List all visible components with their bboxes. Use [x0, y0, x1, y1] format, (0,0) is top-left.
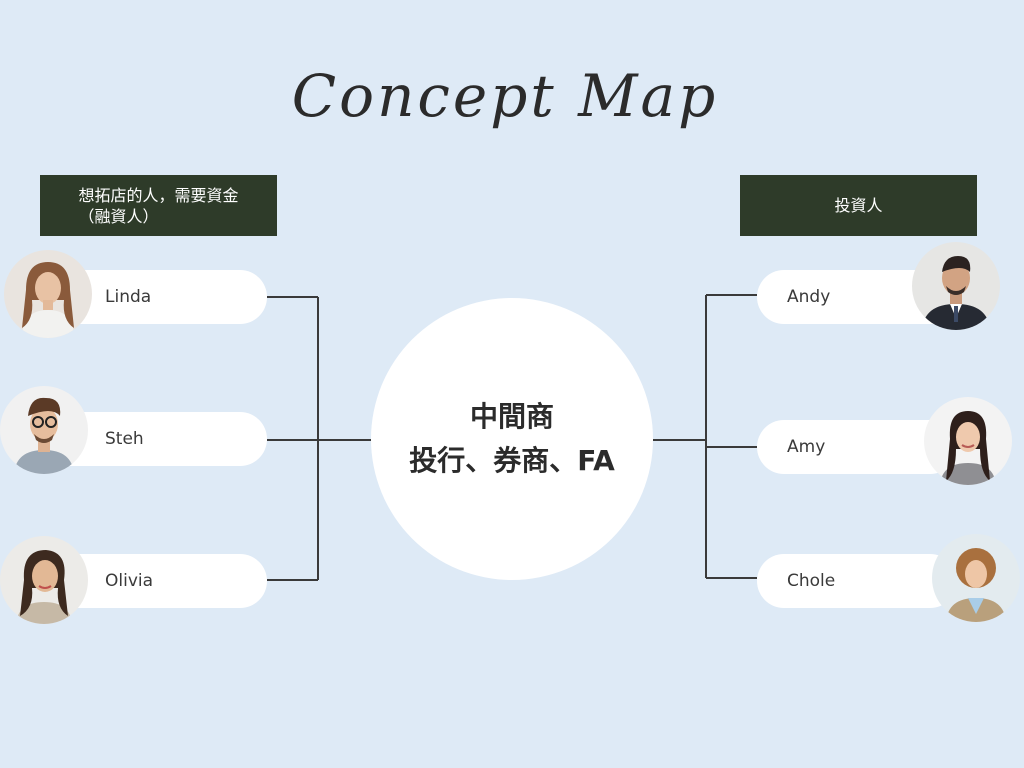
person-photo-icon	[0, 536, 88, 624]
person-card-chole[interactable]: Chole	[757, 554, 957, 608]
person-photo-icon	[932, 534, 1020, 622]
page-title: Concept Map	[291, 62, 719, 130]
person-name: Olivia	[105, 571, 154, 591]
person-photo-icon	[4, 250, 92, 338]
right-group-label: 投資人	[740, 175, 977, 236]
left-group-label-line1: 想拓店的人，需要資金	[78, 185, 239, 205]
avatar-amy	[924, 397, 1012, 485]
avatar-steh	[0, 386, 88, 474]
center-line2: 投行、券商、FA	[409, 444, 615, 477]
right-group-label-text: 投資人	[834, 196, 883, 215]
person-name: Andy	[787, 287, 831, 307]
avatar-olivia	[0, 536, 88, 624]
person-photo-icon	[0, 386, 88, 474]
person-name: Amy	[787, 437, 826, 457]
person-photo-icon	[924, 397, 1012, 485]
person-photo-icon	[912, 242, 1000, 330]
avatar-linda	[4, 250, 92, 338]
left-group-label-line2: （融資人）	[78, 206, 159, 226]
center-intermediary-node: 中間商 投行、券商、FA	[371, 298, 653, 580]
center-line1: 中間商	[469, 400, 554, 433]
person-name: Chole	[787, 571, 836, 591]
person-name: Steh	[105, 429, 144, 449]
left-group-label: 想拓店的人，需要資金 （融資人）	[40, 175, 277, 236]
person-name: Linda	[105, 287, 152, 307]
avatar-chole	[932, 534, 1020, 622]
avatar-andy	[912, 242, 1000, 330]
person-card-amy[interactable]: Amy	[757, 420, 957, 474]
